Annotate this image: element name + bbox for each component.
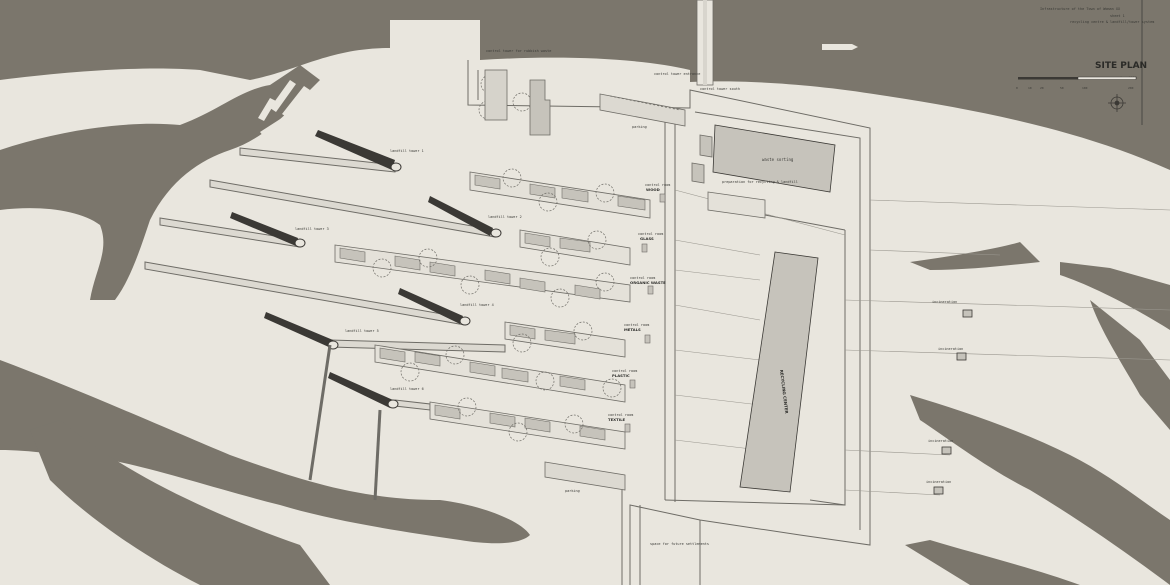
label-parking-bottom: parking bbox=[565, 489, 580, 493]
label-control-tower-topleft: control tower for rubbish waste bbox=[486, 49, 551, 53]
scale-tick-4: 100 bbox=[1082, 86, 1088, 90]
label-control-room-plastic: control room bbox=[612, 369, 637, 373]
tower-shadows bbox=[230, 130, 493, 408]
label-control-room-wood: control room bbox=[645, 183, 670, 187]
title-sheet-line: recycling centre & landfill/tower system bbox=[1070, 20, 1154, 24]
title-site-plan: SITE PLAN bbox=[1095, 61, 1147, 71]
tower-heads bbox=[294, 162, 502, 409]
title-block: Infrastructure of the Town of Woman XX s… bbox=[1016, 0, 1154, 125]
scale-tick-1: 10 bbox=[1028, 86, 1032, 90]
buildings bbox=[484, 69, 836, 493]
label-control-tower-entrance: control tower entrance bbox=[654, 72, 700, 76]
label-material-glass: GLASS bbox=[640, 236, 654, 241]
title-project-line: Infrastructure of the Town of Woman XX bbox=[1040, 7, 1121, 11]
label-control-room-organic: control room bbox=[630, 276, 655, 280]
right-water bbox=[905, 242, 1170, 585]
label-parking-top: parking bbox=[632, 125, 647, 129]
label-incineration-4: incineration bbox=[926, 480, 951, 484]
label-space-bottom: space for future settlements bbox=[650, 542, 709, 546]
scale-tick-3: 50 bbox=[1060, 86, 1064, 90]
label-landfill-tower-1: landfill tower 1 bbox=[390, 149, 424, 153]
bottom-left-water bbox=[0, 360, 530, 585]
label-incineration-2: incineration bbox=[938, 347, 963, 351]
north-arrow-icon bbox=[1108, 94, 1126, 112]
incineration-boxes bbox=[933, 309, 973, 495]
plan-labels: control tower for rubbish waste control … bbox=[295, 49, 963, 546]
label-material-plastic: PLASTIC bbox=[612, 373, 630, 378]
label-recycling-center: RECYCLING CENTER bbox=[779, 370, 789, 414]
label-landfill-tower-3: landfill tower 3 bbox=[295, 227, 329, 231]
scale-tick-5: 200 bbox=[1128, 86, 1134, 90]
title-sheet-no: sheet 1 bbox=[1110, 14, 1125, 18]
label-control-room-textile: control room bbox=[608, 413, 633, 417]
label-material-textile: TEXTILE bbox=[608, 417, 626, 422]
label-landfill-tower-5: landfill tower 5 bbox=[345, 329, 379, 333]
sorting-cells bbox=[339, 174, 646, 441]
left-bay-water bbox=[0, 65, 320, 300]
boat bbox=[822, 44, 858, 50]
label-material-organic: ORGANIC WASTE bbox=[630, 280, 666, 285]
label-landfill-tower-4: landfill tower 4 bbox=[460, 303, 494, 307]
pier-columns bbox=[308, 344, 382, 501]
scale-tick-0: 0 bbox=[1016, 86, 1018, 90]
label-control-room-glass: control room bbox=[638, 232, 663, 236]
river-water bbox=[0, 0, 1170, 170]
label-incineration-3: incineration bbox=[928, 439, 953, 443]
label-material-metals: METALS bbox=[624, 327, 641, 332]
top-pier bbox=[696, 0, 714, 86]
label-preparation: preparation for recycling & landfill bbox=[722, 180, 798, 184]
label-landfill-tower-6: landfill tower 6 bbox=[390, 387, 424, 391]
scale-tick-2: 20 bbox=[1040, 86, 1044, 90]
label-control-room-metals: control room bbox=[624, 323, 649, 327]
label-incineration-1: incineration bbox=[932, 300, 957, 304]
label-material-wood: WOOD bbox=[646, 187, 660, 192]
label-control-tower-south: control tower south bbox=[700, 87, 740, 91]
label-landfill-tower-2: landfill tower 2 bbox=[488, 215, 522, 219]
label-waste-sorting: waste sorting bbox=[762, 157, 794, 162]
finger-piers bbox=[258, 80, 310, 137]
control-room-boxes bbox=[624, 193, 666, 433]
scale-bar: 0 10 20 50 100 200 bbox=[1016, 76, 1137, 90]
